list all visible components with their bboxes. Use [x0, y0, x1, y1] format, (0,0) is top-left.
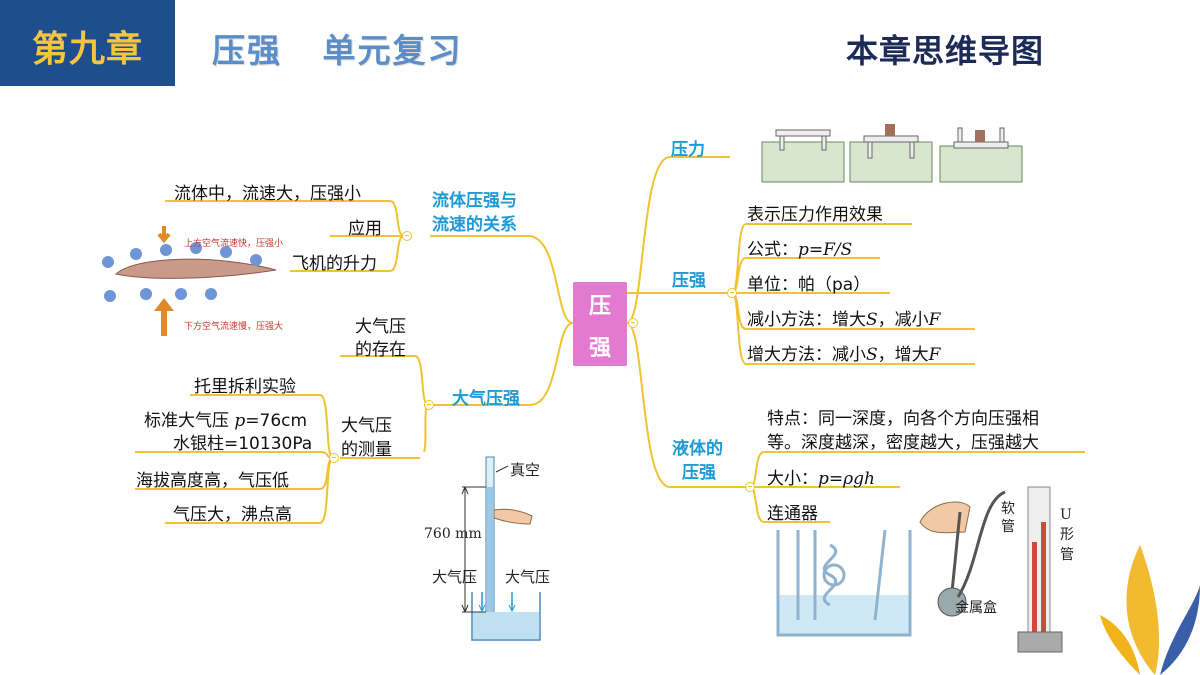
collapse-toggle-measure[interactable] [329, 453, 339, 463]
gauge-box-label: 金属盒 [955, 600, 997, 616]
increase-f: F [928, 345, 941, 365]
node-liquid-feature-2: 等。深度越深，密度越大，压强越大 [767, 433, 1039, 453]
increase-s: S [866, 345, 878, 365]
collapse-toggle-center[interactable] [628, 318, 638, 328]
node-fluid-label-1: 流体压强与 [432, 191, 517, 211]
utube-line1: U [1060, 507, 1072, 523]
utube-line3: 管 [1060, 547, 1074, 563]
node-boiling: 气压大，沸点高 [173, 505, 292, 525]
standard-atm-value: =76cm [245, 411, 308, 431]
node-torricelli: 托里拆利实验 [194, 377, 296, 397]
collapse-toggle-fluid[interactable] [402, 231, 412, 241]
node-atmosphere-label: 大气压强 [452, 389, 520, 409]
node-fluid-item-3: 飞机的升力 [292, 254, 377, 274]
collapse-toggle-pressure[interactable] [727, 288, 737, 298]
node-liquid-label-1: 液体的 [672, 439, 723, 459]
node-standard-atm-2: 水银柱=10130Pa [173, 434, 313, 454]
torricelli-figure [420, 452, 570, 647]
node-pressure-meaning: 表示压力作用效果 [747, 205, 883, 225]
node-liquid-label-2: 压强 [682, 463, 716, 483]
pressure-gauge-figure [919, 486, 1063, 653]
torricelli-atm-left: 大气压 [432, 568, 478, 586]
airfoil-figure [102, 226, 277, 336]
standard-atm-var: p [234, 411, 246, 431]
node-standard-atm-1: 标准大气压 p=76cm [144, 406, 307, 431]
formula-prefix: 公式： [747, 240, 798, 260]
mindmap-title: 本章思维导图 [846, 32, 1045, 70]
node-liquid-connector: 连通器 [767, 504, 818, 524]
center-node-line2: 强 [588, 336, 611, 361]
node-atm-measure-2: 的测量 [341, 440, 392, 460]
gauge-hose-label: 软管 [1001, 501, 1015, 535]
node-atm-measure-1: 大气压 [341, 416, 392, 436]
center-node[interactable]: 压 强 [573, 282, 627, 366]
gauge-utube-label: U 形 管 [1060, 505, 1074, 565]
center-node-line1: 压 [588, 294, 611, 319]
node-atm-existence-1: 大气压 [355, 317, 406, 337]
node-pressure-formula: 公式：p=F/S [747, 235, 852, 260]
node-fluid-label-2: 流速的关系 [432, 215, 517, 235]
unit-title: 压强 单元复习 [212, 31, 463, 70]
torricelli-vacuum-label: 真空 [510, 461, 541, 479]
reduce-f: F [928, 310, 941, 330]
decorative-leaves [1100, 545, 1200, 675]
reduce-mid: ，减小 [877, 310, 929, 330]
utube-line2: 形 [1060, 527, 1074, 543]
node-fluid-item-2: 应用 [348, 219, 382, 239]
node-altitude: 海拔高度高，气压低 [136, 471, 289, 491]
increase-mid: ，增大 [877, 345, 929, 365]
collapse-toggle-liquid[interactable] [745, 482, 755, 492]
node-pressure-increase: 增大方法：减小S，增大F [747, 340, 940, 365]
airfoil-lower-caption: 下方空气流速慢，压强大 [184, 322, 284, 332]
node-fluid-item-1: 流体中，流速大，压强小 [174, 184, 361, 204]
collapse-toggle-atmosphere[interactable] [424, 400, 434, 410]
reduce-s: S [866, 310, 878, 330]
formula-text: p=F/S [798, 240, 853, 260]
airfoil-upper-caption: 上方空气流速快，压强小 [184, 239, 284, 249]
node-pressure-reduce: 减小方法：增大S，减小F [747, 305, 940, 330]
node-force-label: 压力 [671, 140, 705, 160]
connected-vessels-figure [776, 529, 912, 637]
chapter-badge: 第九章 [0, 0, 175, 86]
chapter-label: 第九章 [31, 29, 143, 70]
node-liquid-feature-1: 特点：同一深度，向各个方向压强相 [767, 409, 1039, 429]
node-pressure-label: 压强 [672, 271, 706, 291]
sponge-experiment-figure [761, 124, 1023, 183]
node-pressure-unit: 单位：帕（pa） [747, 275, 871, 295]
size-formula: p=ρgh [818, 469, 875, 489]
torricelli-atm-right: 大气压 [505, 568, 551, 586]
torricelli-height-label: 760 mm [424, 526, 482, 542]
increase-prefix: 增大方法：减小 [747, 345, 866, 365]
node-liquid-size: 大小：p=ρgh [767, 464, 875, 489]
node-atm-existence-2: 的存在 [355, 340, 406, 360]
standard-atm-prefix: 标准大气压 [144, 411, 235, 431]
reduce-prefix: 减小方法：增大 [747, 310, 866, 330]
size-prefix: 大小： [767, 469, 818, 489]
